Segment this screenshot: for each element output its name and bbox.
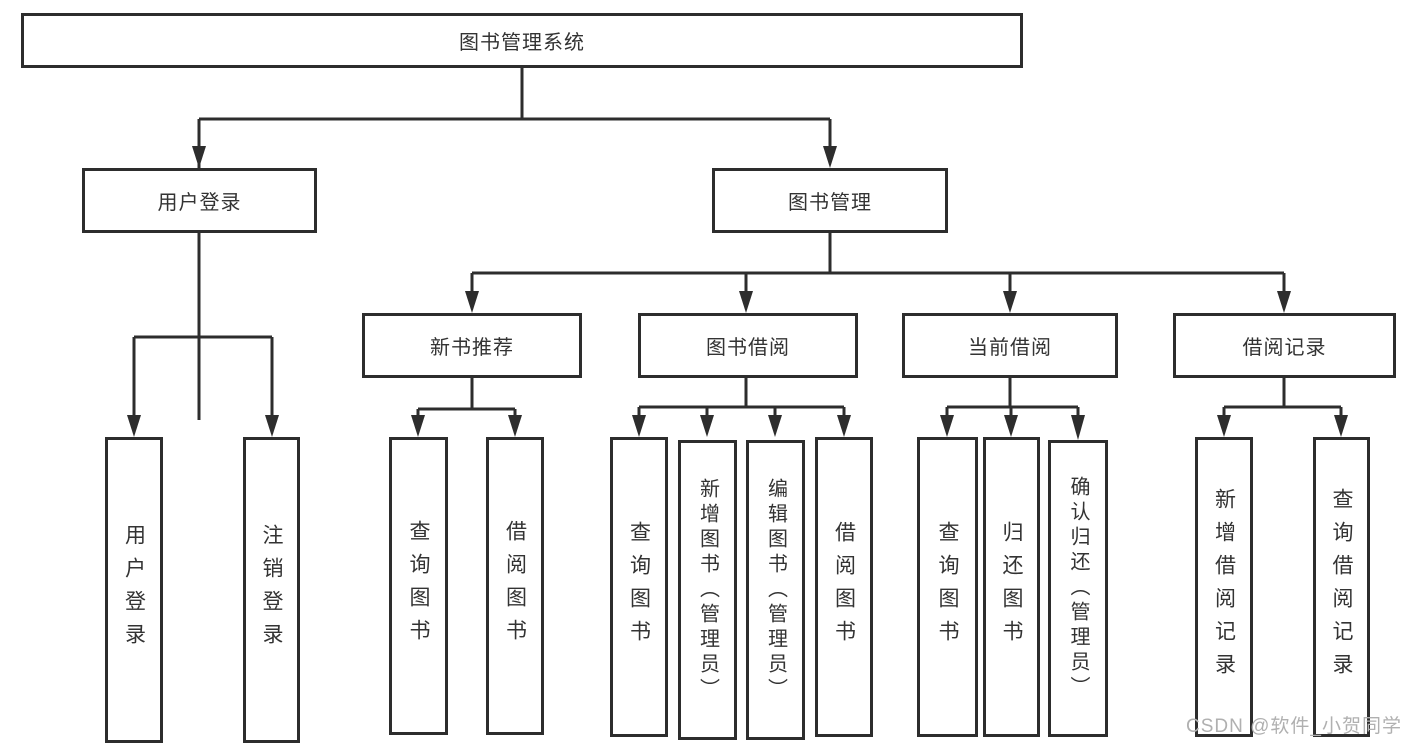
leaf-add-books-admin: 新增图书（管理员）	[678, 440, 737, 740]
leaf-label: 确认归还（管理员）	[1067, 476, 1089, 701]
leaf-query-books-3: 查询图书	[917, 437, 978, 737]
leaf-label: 注销登录	[260, 524, 283, 656]
connectors-root-to-level2	[192, 68, 837, 420]
node-book-borrow: 图书借阅	[638, 313, 858, 378]
node-library-system: 图书管理系统	[21, 13, 1023, 68]
leaf-label: 借阅图书	[503, 520, 527, 652]
node-label: 图书管理系统	[459, 32, 585, 54]
leaf-label: 新增借阅记录	[1212, 488, 1236, 686]
leaf-label: 查询图书	[936, 521, 959, 653]
node-book-management: 图书管理	[712, 168, 948, 233]
leaf-label: 用户登录	[122, 524, 146, 656]
connectors-user-login-branch	[127, 233, 279, 437]
connectors-book-management-branch	[465, 233, 1291, 313]
connectors-new-book-branch	[411, 378, 522, 437]
node-label: 当前借阅	[968, 337, 1052, 359]
node-label: 用户登录	[157, 192, 242, 214]
leaf-query-books-1: 查询图书	[389, 437, 448, 735]
node-label: 新书推荐	[430, 337, 514, 359]
connectors-current-borrow-branch	[940, 378, 1085, 440]
node-user-login: 用户登录	[82, 168, 317, 233]
leaf-borrow-books-2: 借阅图书	[815, 437, 873, 737]
node-borrow-records: 借阅记录	[1173, 313, 1396, 378]
leaf-edit-books-admin: 编辑图书（管理员）	[746, 440, 805, 740]
leaf-label: 归还图书	[1000, 521, 1023, 653]
leaf-label: 借阅图书	[832, 521, 856, 653]
leaf-return-books: 归还图书	[983, 437, 1040, 737]
leaf-label: 查询借阅记录	[1330, 488, 1353, 686]
leaf-logout: 注销登录	[243, 437, 300, 743]
leaf-add-borrow-record: 新增借阅记录	[1195, 437, 1253, 737]
leaf-user-login: 用户登录	[105, 437, 163, 743]
leaf-label: 查询图书	[407, 520, 430, 652]
leaf-borrow-books-1: 借阅图书	[486, 437, 544, 735]
node-new-book-recommend: 新书推荐	[362, 313, 582, 378]
node-label: 图书借阅	[706, 337, 790, 359]
leaf-label: 编辑图书（管理员）	[764, 477, 787, 703]
connectors-borrow-record-branch	[1217, 378, 1348, 437]
node-label: 图书管理	[788, 192, 872, 214]
leaf-query-borrow-record: 查询借阅记录	[1313, 437, 1370, 737]
csdn-watermark: CSDN @软件_小贺同学	[1186, 716, 1402, 737]
connectors-book-borrow-branch	[632, 378, 851, 437]
node-label: 借阅记录	[1242, 337, 1327, 359]
leaf-label: 新增图书（管理员）	[696, 477, 719, 703]
leaf-label: 查询图书	[627, 521, 651, 653]
leaf-confirm-return-admin: 确认归还（管理员）	[1048, 440, 1108, 737]
node-current-borrow: 当前借阅	[902, 313, 1118, 378]
leaf-query-books-2: 查询图书	[610, 437, 668, 737]
